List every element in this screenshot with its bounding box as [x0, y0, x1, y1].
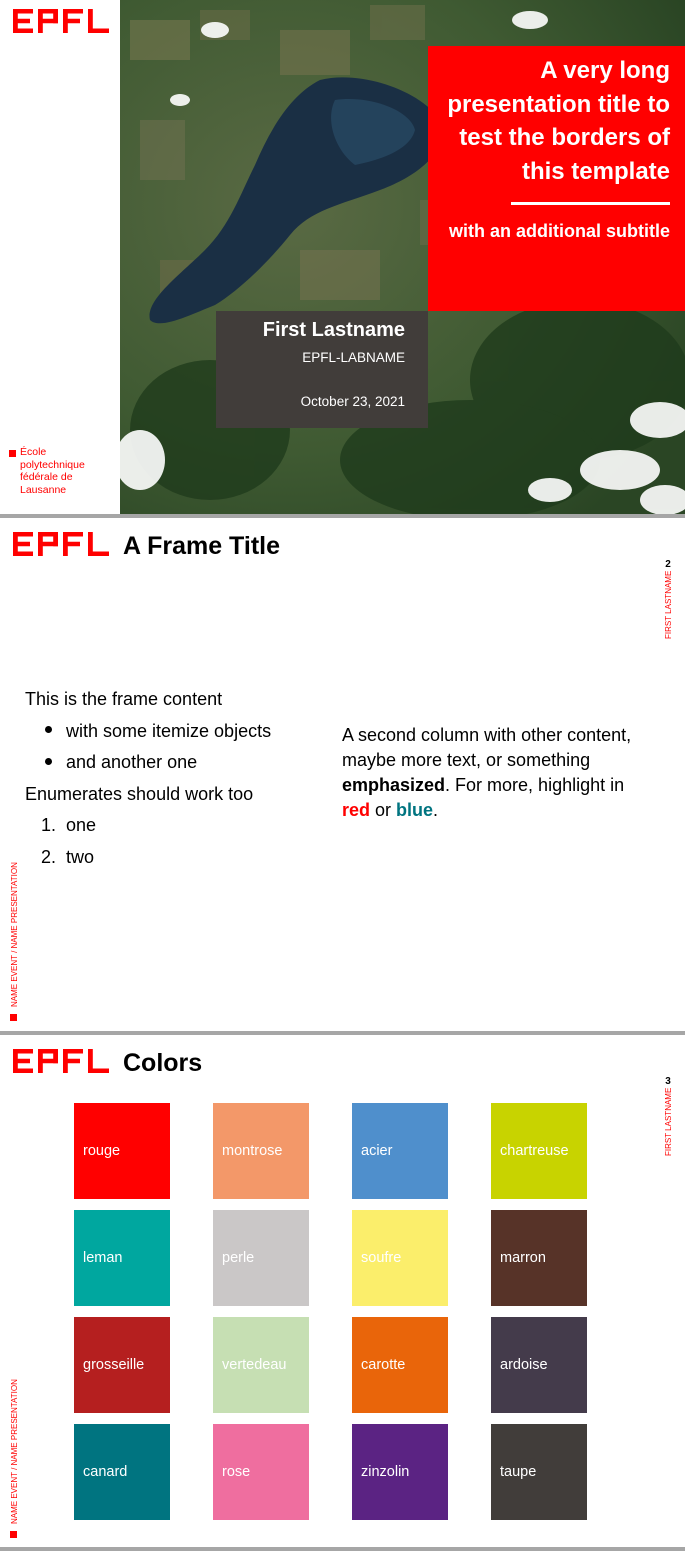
first-column: This is the frame content with some item…	[25, 684, 325, 873]
column-text: A second column with other content, mayb…	[342, 725, 632, 770]
school-name: École polytechnique fédérale de Lausanne	[9, 446, 119, 496]
swatch-label: montrose	[222, 1143, 283, 1159]
emphasized-text: emphasized	[342, 775, 446, 795]
page-number: 3	[665, 1076, 671, 1087]
bullet-icon	[45, 726, 52, 734]
list-item: and another one	[25, 747, 325, 779]
presentation-date: October 23, 2021	[300, 394, 405, 409]
color-swatch-grosseille: grosseille	[74, 1317, 170, 1413]
swatch-label: ardoise	[500, 1357, 548, 1373]
footer-square-icon	[10, 1014, 17, 1021]
color-swatch-canard: canard	[74, 1424, 170, 1520]
footer-square-icon	[10, 1531, 17, 1538]
enum-item-text: one	[66, 815, 97, 835]
colors-slide: Colors 3 FIRST LASTNAME rouge montrose aci…	[0, 1035, 685, 1547]
enum-number: 1.	[41, 815, 57, 835]
enum-item-text: two	[66, 846, 95, 867]
color-swatch-ardoise: ardoise	[491, 1317, 587, 1413]
second-column: A second column with other content, mayb…	[342, 723, 642, 823]
color-swatch-zinzolin: zinzolin	[352, 1424, 448, 1520]
color-swatch-acier: acier	[352, 1103, 448, 1199]
title-slide: A very long presentation title to test t…	[0, 0, 685, 514]
enum-number: 2.	[41, 846, 57, 867]
swatch-label: soufre	[361, 1250, 402, 1266]
enum-item: 2. two	[25, 842, 325, 874]
author-box: First Lastname EPFL-LABNAME October 23, …	[216, 311, 428, 428]
list-item: with some itemize objects	[25, 716, 325, 748]
page-number: 2	[665, 559, 671, 570]
epfl-logo-icon	[13, 9, 109, 33]
enum-item: 1. one	[25, 810, 325, 842]
title-box: A very long presentation title to test t…	[428, 46, 685, 311]
column-text: or	[370, 800, 397, 820]
epfl-logo-icon	[13, 1049, 109, 1073]
swatch-label: perle	[222, 1250, 255, 1266]
swatch-label: taupe	[500, 1464, 537, 1480]
intro-text: This is the frame content	[25, 689, 223, 709]
lab-name: EPFL-LABNAME	[302, 350, 405, 365]
event-footer: NAME EVENT / NAME PRESENTATION	[10, 862, 19, 1007]
list-item-text: and another one	[66, 752, 198, 772]
slide-divider	[0, 514, 685, 518]
epfl-logo	[13, 1049, 109, 1073]
swatch-label: marron	[500, 1250, 546, 1266]
frame-title: A Frame Title	[123, 532, 280, 560]
swatch-label: chartreuse	[500, 1143, 569, 1159]
epfl-logo	[13, 9, 109, 33]
color-swatch-leman: leman	[74, 1210, 170, 1306]
red-highlight: red	[342, 800, 371, 820]
presentation-title: A very long presentation title to test t…	[447, 57, 670, 185]
swatch-label: carotte	[361, 1357, 406, 1373]
swatch-label: vertedeau	[222, 1357, 287, 1373]
school-name-text: École polytechnique fédérale de Lausanne	[20, 446, 85, 496]
slide-divider	[0, 1547, 685, 1551]
author-name: First Lastname	[262, 319, 405, 341]
event-footer: NAME EVENT / NAME PRESENTATION	[10, 1379, 19, 1524]
color-swatch-perle: perle	[213, 1210, 309, 1306]
list-item-text: with some itemize objects	[66, 720, 272, 741]
color-swatch-marron: marron	[491, 1210, 587, 1306]
swatch-label: canard	[83, 1464, 128, 1480]
school-square-icon	[9, 450, 16, 457]
author-footer: FIRST LASTNAME	[664, 1087, 673, 1156]
color-swatch-vertedeau: vertedeau	[213, 1317, 309, 1413]
color-swatch-soufre: soufre	[352, 1210, 448, 1306]
epfl-logo	[13, 532, 109, 556]
enum-intro-text: Enumerates should work too	[25, 783, 254, 804]
swatch-label: acier	[361, 1143, 393, 1159]
column-text: .	[433, 800, 439, 820]
color-swatch-taupe: taupe	[491, 1424, 587, 1520]
color-swatch-rouge: rouge	[74, 1103, 170, 1199]
author-footer: FIRST LASTNAME	[664, 570, 673, 639]
blue-highlight: blue	[396, 800, 434, 820]
color-swatch-chartreuse: chartreuse	[491, 1103, 587, 1199]
swatch-label: zinzolin	[361, 1464, 410, 1480]
presentation-subtitle: with an additional subtitle	[448, 221, 670, 241]
title-rule	[511, 202, 670, 205]
swatch-label: grosseille	[83, 1357, 145, 1373]
bullet-icon	[45, 757, 52, 765]
epfl-logo-icon	[13, 532, 109, 556]
color-swatch-rose: rose	[213, 1424, 309, 1520]
frame-title: Colors	[123, 1049, 203, 1077]
swatch-label: rouge	[83, 1143, 121, 1159]
swatch-label: rose	[222, 1464, 251, 1480]
slide-divider	[0, 1031, 685, 1035]
frame-slide: A Frame Title 2 FIRST LASTNAME This is t…	[0, 518, 685, 1031]
color-swatch-carotte: carotte	[352, 1317, 448, 1413]
color-swatch-montrose: montrose	[213, 1103, 309, 1199]
swatch-label: leman	[83, 1250, 123, 1266]
column-text: . For more, highlight in	[445, 775, 625, 795]
